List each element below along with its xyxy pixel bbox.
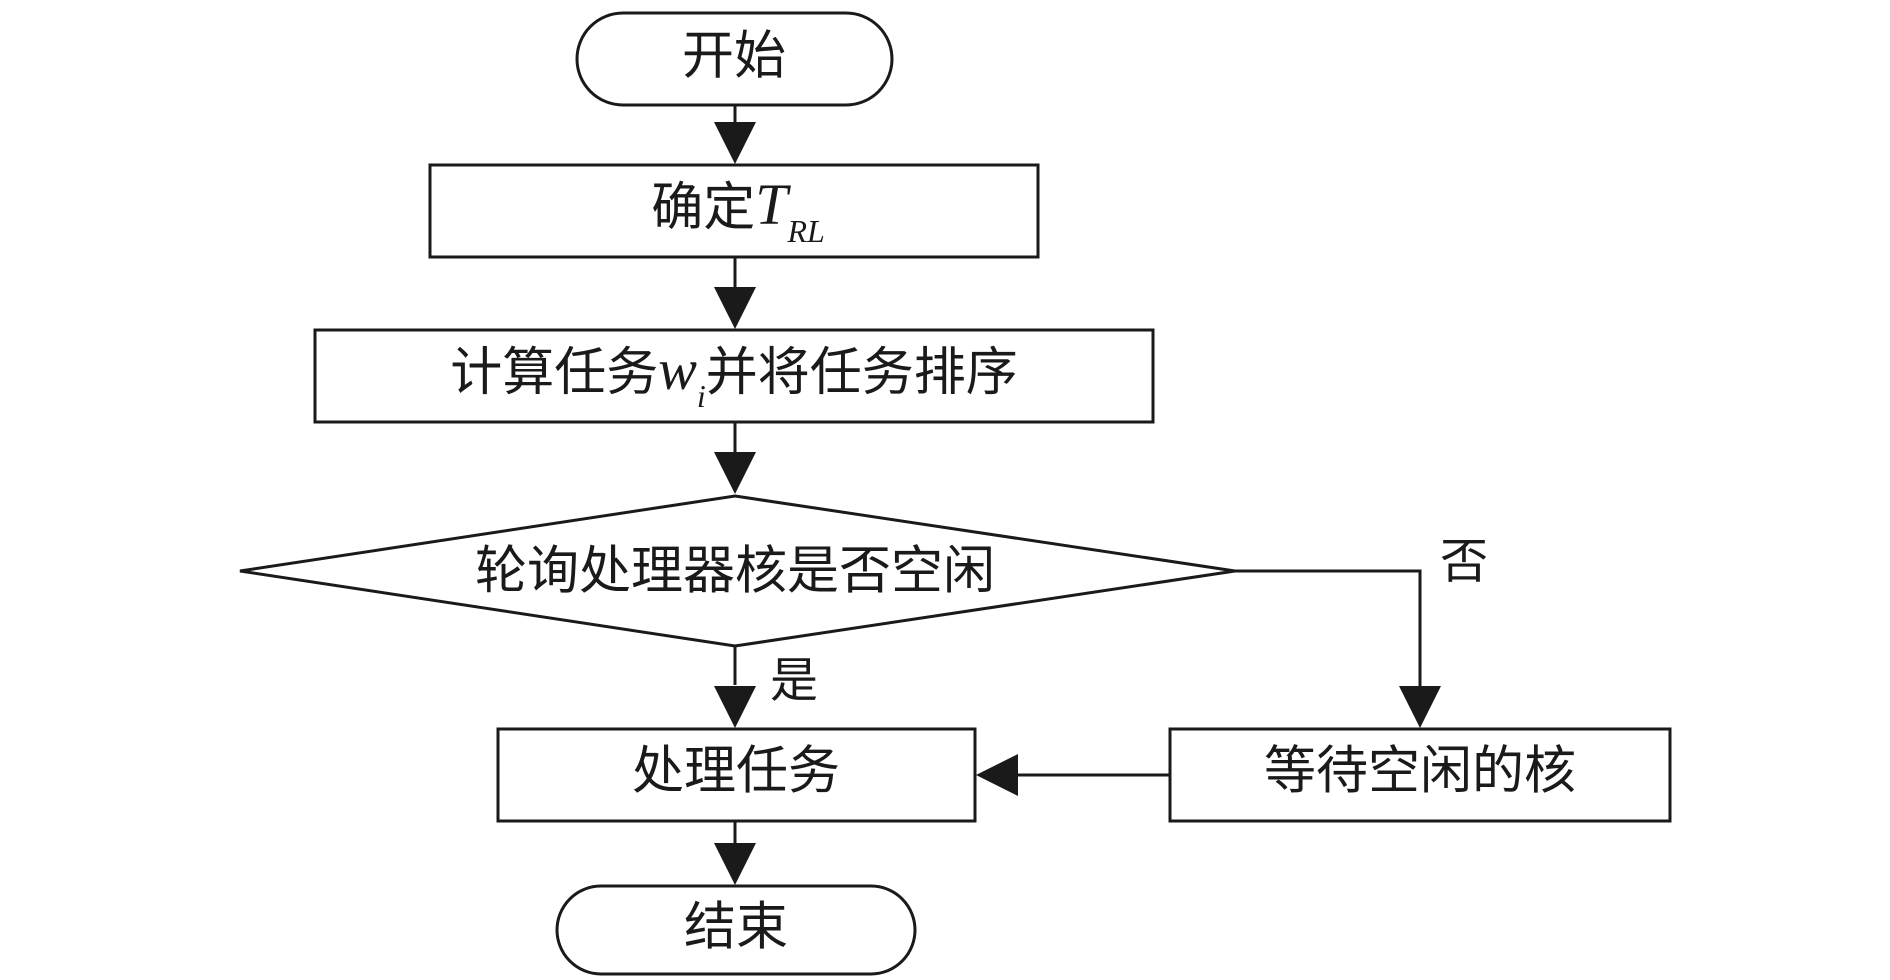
yes-label: 是 [770, 653, 818, 709]
compute-node: 计算任务wi并将任务排序 [313, 328, 1155, 424]
compute-label: 计算任务wi并将任务排序 [450, 337, 1018, 414]
determine-node: 确定TRL [428, 163, 1040, 259]
connector-start-determine [714, 105, 756, 164]
connector-no: 否 [1235, 534, 1488, 728]
decision-node: 轮询处理器核是否空闲 [239, 494, 1236, 648]
connector-wait-process [976, 754, 1170, 796]
connector-yes: 是 [714, 646, 818, 728]
connector-determine-compute [714, 257, 756, 329]
wait-node: 等待空闲的核 [1168, 727, 1672, 823]
decision-label: 轮询处理器核是否空闲 [475, 542, 995, 602]
connector-compute-decision [714, 422, 756, 494]
process-node: 处理任务 [496, 727, 977, 823]
wait-label: 等待空闲的核 [1264, 742, 1576, 802]
end-label: 结束 [684, 898, 788, 958]
end-node: 结束 [555, 884, 917, 976]
connector-process-end [714, 821, 756, 885]
determine-label: 确定TRL [651, 172, 825, 249]
process-label: 处理任务 [632, 742, 840, 802]
no-label: 否 [1440, 534, 1488, 590]
arrowhead [714, 122, 756, 164]
start-node: 开始 [575, 11, 894, 107]
start-label: 开始 [682, 27, 786, 87]
